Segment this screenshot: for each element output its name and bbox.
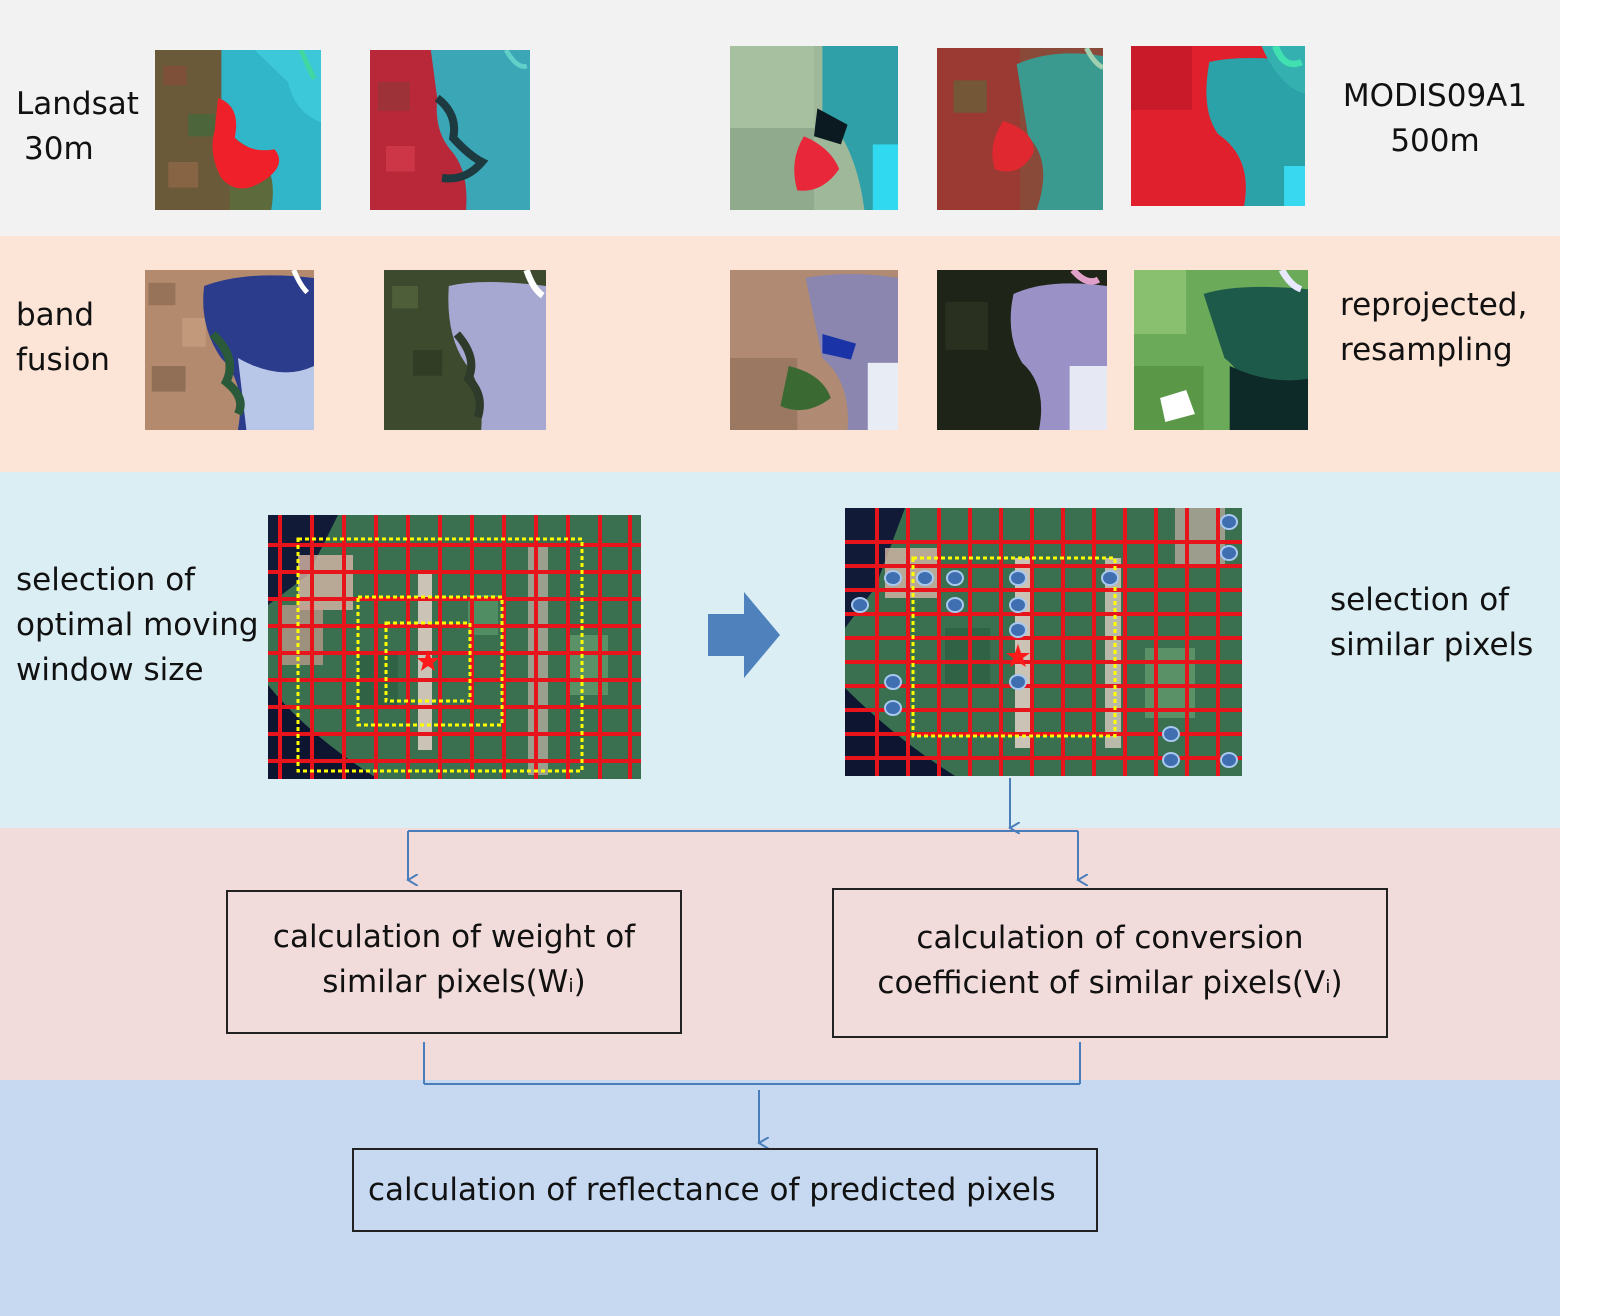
- label-window-size: selection of optimal moving window size: [16, 558, 259, 693]
- weight-box-line1: calculation of weight of: [272, 919, 636, 955]
- resampled-modis-image-3: [1134, 270, 1308, 430]
- modis-image-2: [937, 48, 1103, 210]
- weight-calculation-box: calculation of weight of similar pixels(…: [226, 890, 682, 1034]
- label-band-fusion-line2: fusion: [16, 342, 110, 378]
- band-calculation: [0, 828, 1560, 1080]
- similar-pixels-grid-image: [845, 508, 1242, 776]
- modis-image-3: [1131, 46, 1305, 206]
- label-modis: MODIS09A1 500m: [1340, 74, 1530, 164]
- big-right-arrow: [708, 592, 780, 678]
- label-landsat-line2: 30m: [24, 131, 94, 167]
- modis-image-1: [730, 46, 898, 210]
- label-window-size-line3: window size: [16, 652, 204, 688]
- resampled-modis-image-2: [937, 270, 1107, 430]
- label-reprojected-line1: reprojected,: [1340, 287, 1528, 323]
- label-reprojected-line2: resampling: [1340, 332, 1513, 368]
- label-band-fusion-line1: band: [16, 297, 94, 333]
- landsat-image-1: [155, 50, 321, 210]
- label-similar-pixels-line1: selection of: [1330, 582, 1510, 618]
- reflectance-box-text: calculation of reflectance of predicted …: [368, 1171, 1056, 1208]
- weight-box-line2: similar pixels(Wi): [322, 964, 586, 1000]
- label-landsat: Landsat 30m: [16, 82, 139, 172]
- fused-landsat-image-2: [384, 270, 546, 430]
- label-modis-line1: MODIS09A1: [1342, 78, 1528, 114]
- band-window: [0, 472, 1560, 828]
- label-window-size-line2: optimal moving: [16, 607, 259, 643]
- resampled-modis-image-1: [730, 270, 898, 430]
- label-landsat-line1: Landsat: [16, 86, 139, 122]
- landsat-image-2: [370, 50, 530, 210]
- reflectance-calculation-box: calculation of reflectance of predicted …: [352, 1148, 1098, 1232]
- label-similar-pixels: selection of similar pixels: [1330, 578, 1533, 668]
- label-band-fusion: band fusion: [16, 293, 110, 383]
- label-reprojected: reprojected, resampling: [1340, 283, 1527, 373]
- band-result: [0, 1080, 1560, 1316]
- label-modis-line2: 500m: [1390, 123, 1480, 159]
- conversion-coefficient-box: calculation of conversion coefficient of…: [832, 888, 1388, 1038]
- label-similar-pixels-line2: similar pixels: [1330, 627, 1534, 663]
- label-window-size-line1: selection of: [16, 562, 196, 598]
- fused-landsat-image-1: [145, 270, 314, 430]
- conversion-box-line2: coefficient of similar pixels(Vi): [877, 965, 1343, 1001]
- window-size-grid-image: [268, 515, 641, 779]
- conversion-box-line1: calculation of conversion: [916, 920, 1304, 956]
